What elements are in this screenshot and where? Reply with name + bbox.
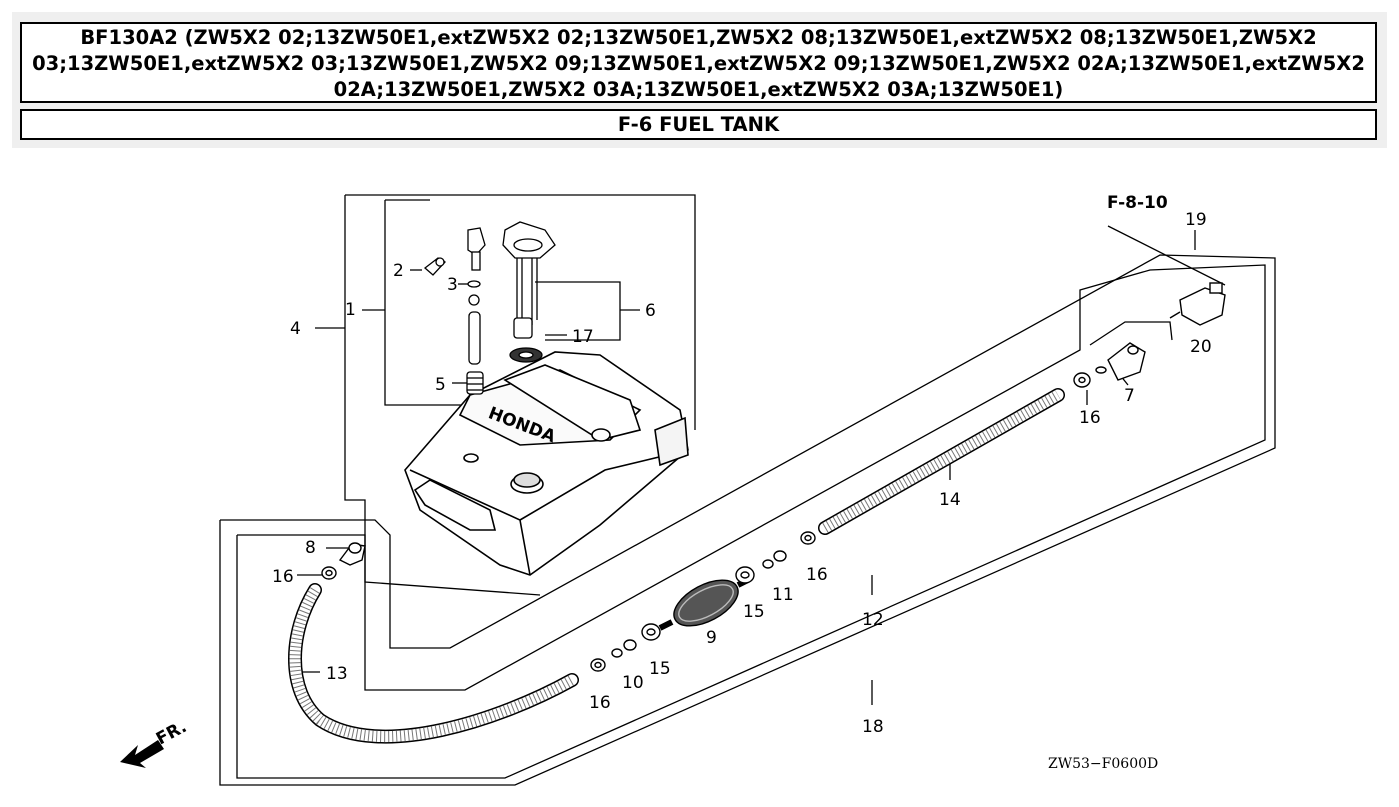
- part-13-hose: [288, 583, 579, 744]
- ref-section-label: F-8-10: [1107, 193, 1168, 213]
- callout-6: 6: [645, 301, 656, 321]
- callout-10: 10: [622, 673, 644, 693]
- part-15-clamp-b: [735, 566, 755, 584]
- part-17-seal: [509, 347, 543, 363]
- part-6-fuel-gauge-unit: [502, 221, 556, 339]
- part-2-vent-screw: [423, 257, 447, 276]
- callout-labels: 1 2 3 4 5 6 7 8 9 10 11 12 13 14 15 15 1…: [272, 193, 1212, 772]
- callout-13: 13: [326, 664, 348, 684]
- drawing-code: ZW53−F0600D: [1048, 756, 1158, 772]
- part-8-connector: [338, 542, 366, 566]
- callout-5: 5: [435, 375, 446, 395]
- part-11-joint: [762, 550, 787, 569]
- model-title: BF130A2 (ZW5X2 02;13ZW50E1,extZW5X2 02;1…: [20, 22, 1377, 103]
- part-16-clip-c: [800, 531, 816, 545]
- callout-16c: 16: [806, 565, 828, 585]
- callout-12: 12: [862, 610, 884, 630]
- callout-1: 1: [345, 300, 356, 320]
- part-16-clip-b: [590, 658, 606, 672]
- group-18-outline: [236, 264, 1266, 779]
- part-16-clip-d: [1073, 372, 1091, 388]
- part-16-clip-a: [321, 566, 337, 580]
- fuel-tank: [404, 351, 689, 576]
- header-panel: BF130A2 (ZW5X2 02;13ZW50E1,extZW5X2 02;1…: [12, 12, 1387, 148]
- callout-14: 14: [939, 490, 961, 510]
- part-1-tube: [468, 311, 481, 365]
- part-15-clamp-a: [641, 623, 661, 641]
- front-arrow-icon: [120, 740, 164, 768]
- part-3-gauge: [467, 227, 486, 306]
- group-4-outline: [345, 194, 696, 430]
- callout-19: 19: [1185, 210, 1207, 230]
- callout-8: 8: [305, 538, 316, 558]
- callout-16d: 16: [1079, 408, 1101, 428]
- callout-15b: 15: [743, 602, 765, 622]
- part-5-filter: [466, 371, 484, 395]
- part-10-joint: [611, 639, 637, 658]
- part-7-connector: [1095, 342, 1146, 381]
- callout-20: 20: [1190, 337, 1212, 357]
- callout-4: 4: [290, 319, 301, 339]
- section-title: F-6 FUEL TANK: [20, 109, 1377, 140]
- callout-18: 18: [862, 717, 884, 737]
- callout-11: 11: [772, 585, 794, 605]
- callout-7: 7: [1124, 386, 1135, 406]
- callout-16b: 16: [589, 693, 611, 713]
- group-6-bracket: [535, 281, 621, 341]
- callout-15a: 15: [649, 659, 671, 679]
- callout-9: 9: [706, 628, 717, 648]
- callout-2: 2: [393, 261, 404, 281]
- part-9-primer-bulb: [658, 577, 750, 631]
- callout-3: 3: [447, 275, 458, 295]
- part-20-joint: [1169, 282, 1226, 326]
- part-14-hose: [818, 388, 1065, 535]
- group-12-outline: [219, 254, 1276, 786]
- callout-17: 17: [572, 327, 594, 347]
- callout-16a: 16: [272, 567, 294, 587]
- group-7-bracket: [1089, 321, 1173, 346]
